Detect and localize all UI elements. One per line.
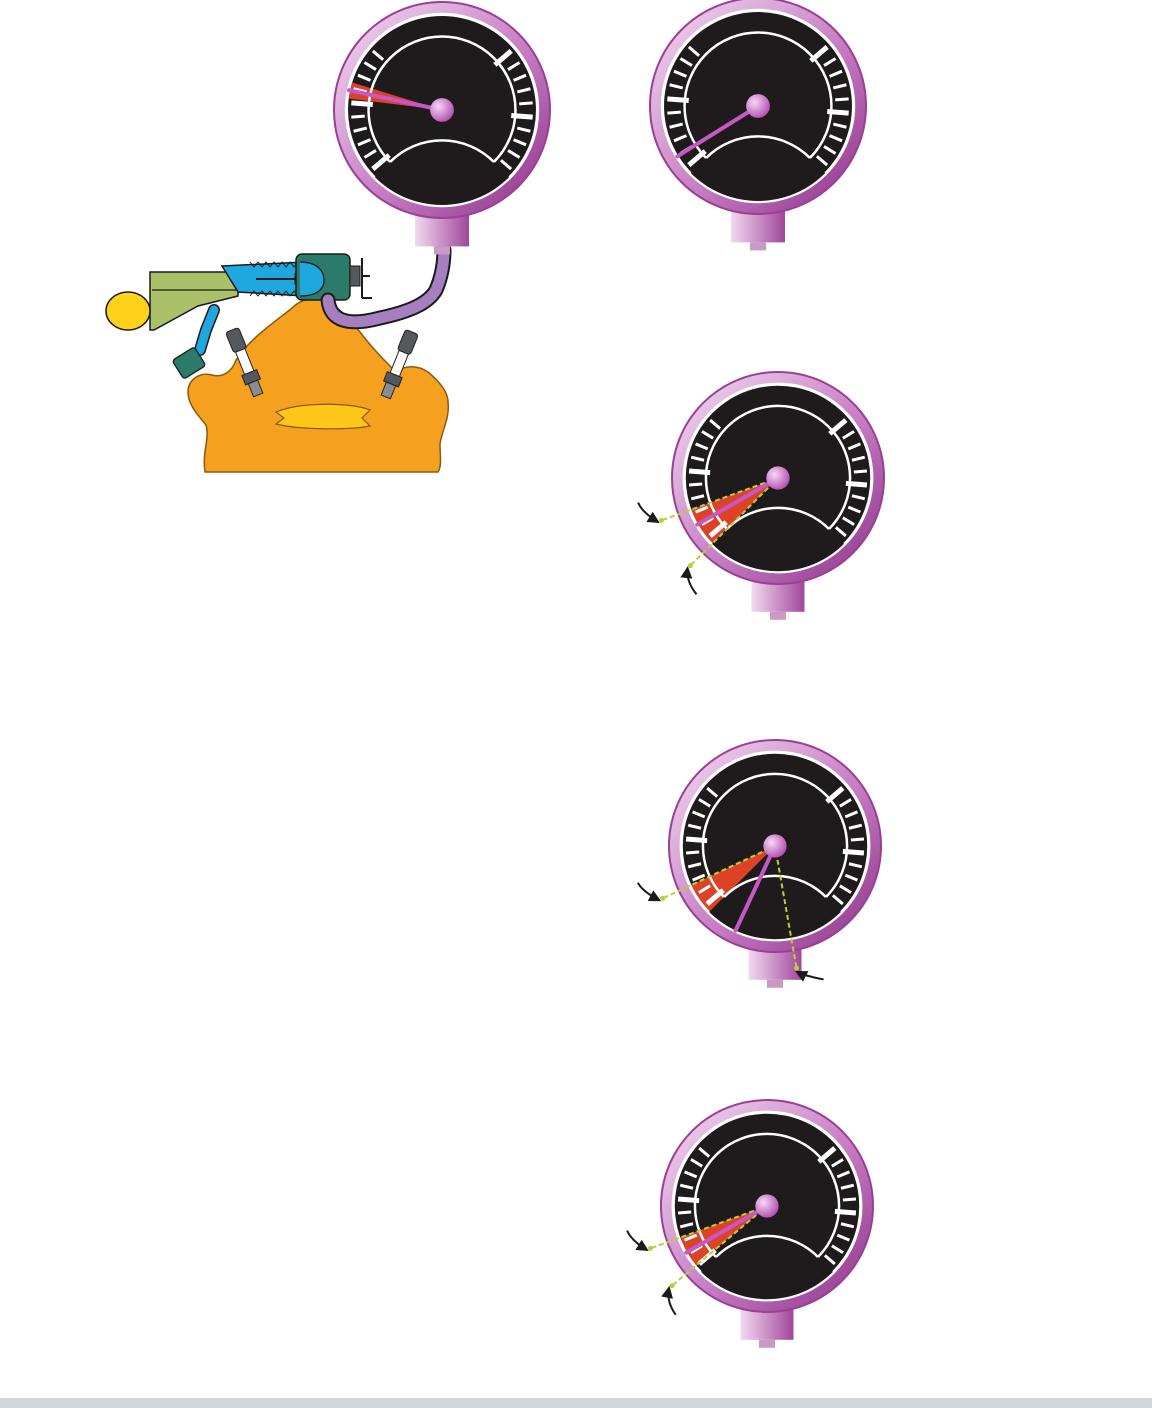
gauge-stem-tip [750,242,766,250]
engine-illustration [106,250,448,472]
combustion-chamber [276,404,370,429]
cylinder-head [188,298,448,472]
gauge-hub [430,98,454,122]
gauge-tick [686,852,699,853]
bracket [362,258,372,298]
limit-dot [659,518,664,523]
fuel-rail [150,272,238,330]
gauge-steady-reading [334,2,550,254]
limit-dot [648,1246,653,1251]
schrader-valve [350,266,360,286]
arrow-icon [668,1288,675,1315]
gauge-stem-tip [770,612,786,620]
footer-bar [0,1398,1152,1408]
gauge-tick [843,1199,856,1200]
gauge-tick [851,839,864,840]
gauge-stem-tip [759,1340,775,1348]
gauge-stem-tip [767,980,783,988]
limit-dot [688,563,693,568]
gauge-tick [667,112,680,113]
limit-dot [660,896,665,901]
gauge-wide-fluctuation [638,740,881,988]
gauge-narrow-fluctuation [627,1100,873,1348]
arrow-icon [638,503,658,522]
gauge-hub [763,834,786,857]
gauge-stem-tip [434,246,450,254]
gauge-low-reading [650,0,866,250]
gauge-tick [519,103,532,104]
limit-dot [794,966,799,971]
limit-dot [670,1283,675,1288]
gauge-tick [678,1212,691,1213]
arrow-icon [627,1231,647,1250]
gauge-hub [766,466,789,489]
gauge-tick [854,471,867,472]
gauge-tick [351,116,364,117]
gauge-tick [689,484,702,485]
gauge-tick [835,99,848,100]
arrow-icon [687,569,696,595]
gauge-moderate-fluctuation [638,372,884,620]
gauge-hub [746,94,770,118]
arrow-icon [638,883,659,900]
gauge-hub [755,1194,778,1217]
fuel-rail-cap [106,292,150,330]
